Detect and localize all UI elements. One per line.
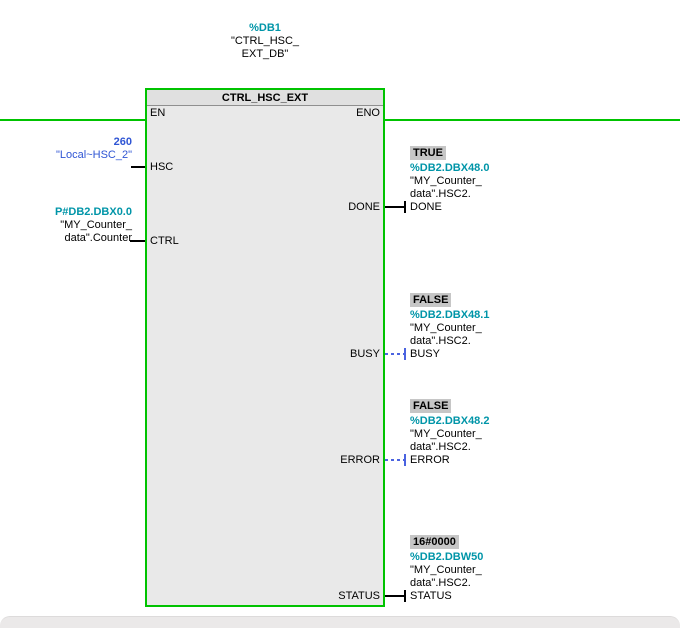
error-operand-member[interactable]: ERROR	[410, 454, 450, 466]
wire-ctrl	[130, 240, 145, 242]
input-operand-hsc: 260 "Local~HSC_2"	[10, 136, 132, 162]
instance-db-address[interactable]: %DB1	[249, 22, 281, 34]
done-operand-name-line2[interactable]: data".HSC2.	[410, 188, 471, 200]
monitor-value-done: TRUE	[410, 146, 446, 160]
ctrl-operand-address[interactable]: P#DB2.DBX0.0	[54, 206, 132, 218]
busy-operand-address[interactable]: %DB2.DBX48.1	[410, 309, 490, 321]
instance-db-label: %DB1 "CTRL_HSC_ EXT_DB"	[185, 22, 345, 61]
pin-done[interactable]: DONE	[348, 201, 380, 213]
error-operand-name-line2[interactable]: data".HSC2.	[410, 441, 471, 453]
instance-db-name-line2[interactable]: EXT_DB"	[241, 48, 289, 60]
power-rail-left	[0, 119, 147, 121]
instance-db-name-line1[interactable]: "CTRL_HSC_	[230, 35, 300, 47]
input-operand-ctrl: P#DB2.DBX0.0 "MY_Counter_ data".Counter	[10, 206, 132, 245]
busy-operand-member[interactable]: BUSY	[410, 348, 440, 360]
busy-operand-name-line2[interactable]: data".HSC2.	[410, 335, 471, 347]
pin-hsc[interactable]: HSC	[150, 161, 174, 173]
done-operand-member[interactable]: DONE	[410, 201, 442, 213]
output-operand-done: TRUE %DB2.DBX48.0 "MY_Counter_ data".HSC…	[410, 146, 570, 214]
hsc-operand-name[interactable]: "Local~HSC_2"	[56, 149, 132, 161]
power-rail-right	[383, 119, 680, 121]
status-operand-member[interactable]: STATUS	[410, 590, 452, 602]
output-operand-error: FALSE %DB2.DBX48.2 "MY_Counter_ data".HS…	[410, 399, 570, 467]
pin-en[interactable]: EN	[150, 107, 166, 119]
wire-done	[385, 206, 406, 208]
block-title[interactable]: CTRL_HSC_EXT	[147, 90, 383, 106]
wire-status-tick	[404, 590, 406, 602]
status-operand-name-line1[interactable]: "MY_Counter_	[410, 564, 482, 576]
wire-hsc	[131, 166, 145, 168]
error-operand-name-line1[interactable]: "MY_Counter_	[410, 428, 482, 440]
wire-busy-tick	[404, 348, 406, 360]
pin-error[interactable]: ERROR	[340, 454, 380, 466]
ctrl-hsc-ext-block[interactable]: CTRL_HSC_EXT EN ENO HSC CTRL DONE BUSY E…	[145, 88, 385, 607]
busy-operand-name-line1[interactable]: "MY_Counter_	[410, 322, 482, 334]
bottom-panel-edge	[0, 616, 680, 628]
pin-status[interactable]: STATUS	[338, 590, 380, 602]
pin-busy[interactable]: BUSY	[350, 348, 380, 360]
output-operand-status: 16#0000 %DB2.DBW50 "MY_Counter_ data".HS…	[410, 535, 570, 603]
pin-ctrl[interactable]: CTRL	[150, 235, 179, 247]
ctrl-operand-name-line2[interactable]: data".Counter	[64, 232, 132, 244]
pin-eno[interactable]: ENO	[356, 107, 380, 119]
status-operand-name-line2[interactable]: data".HSC2.	[410, 577, 471, 589]
done-operand-name-line1[interactable]: "MY_Counter_	[410, 175, 482, 187]
status-operand-address[interactable]: %DB2.DBW50	[410, 551, 484, 563]
ctrl-operand-name-line1[interactable]: "MY_Counter_	[60, 219, 132, 231]
hsc-constant-value[interactable]: 260	[113, 136, 132, 148]
done-operand-address[interactable]: %DB2.DBX48.0	[410, 162, 490, 174]
monitor-value-error: FALSE	[410, 399, 452, 413]
wire-busy	[385, 353, 406, 355]
wire-error-tick	[404, 454, 406, 466]
wire-done-tick	[404, 201, 406, 213]
error-operand-address[interactable]: %DB2.DBX48.2	[410, 415, 490, 427]
wire-status	[385, 595, 406, 597]
monitor-value-busy: FALSE	[410, 293, 452, 307]
output-operand-busy: FALSE %DB2.DBX48.1 "MY_Counter_ data".HS…	[410, 293, 570, 361]
wire-error	[385, 459, 406, 461]
monitor-value-status: 16#0000	[410, 535, 459, 549]
